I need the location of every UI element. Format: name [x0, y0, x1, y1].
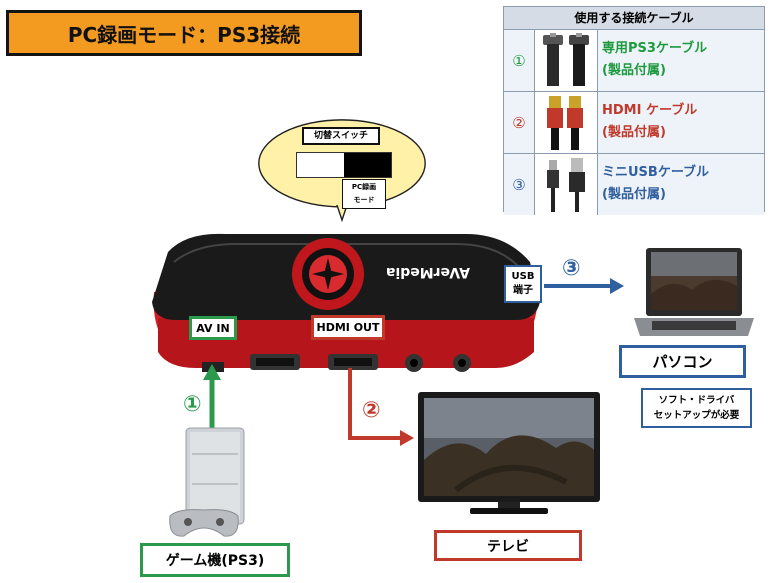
tv-label: テレビ: [434, 530, 582, 561]
laptop-image: [632, 246, 756, 340]
marker-two: ②: [362, 398, 381, 423]
pc-label: パソコン: [619, 345, 746, 378]
pc-note: ソフト・ドライバ セットアップが必要: [641, 388, 752, 428]
marker-three: ③: [562, 256, 581, 281]
pc-note-line2: セットアップが必要: [654, 408, 740, 423]
ps3-console-image: [164, 424, 260, 542]
tv-image: [416, 390, 602, 516]
ps3-label: ゲーム機(PS3): [140, 543, 290, 577]
pc-note-line1: ソフト・ドライバ: [659, 393, 735, 408]
marker-one: ①: [183, 392, 202, 417]
